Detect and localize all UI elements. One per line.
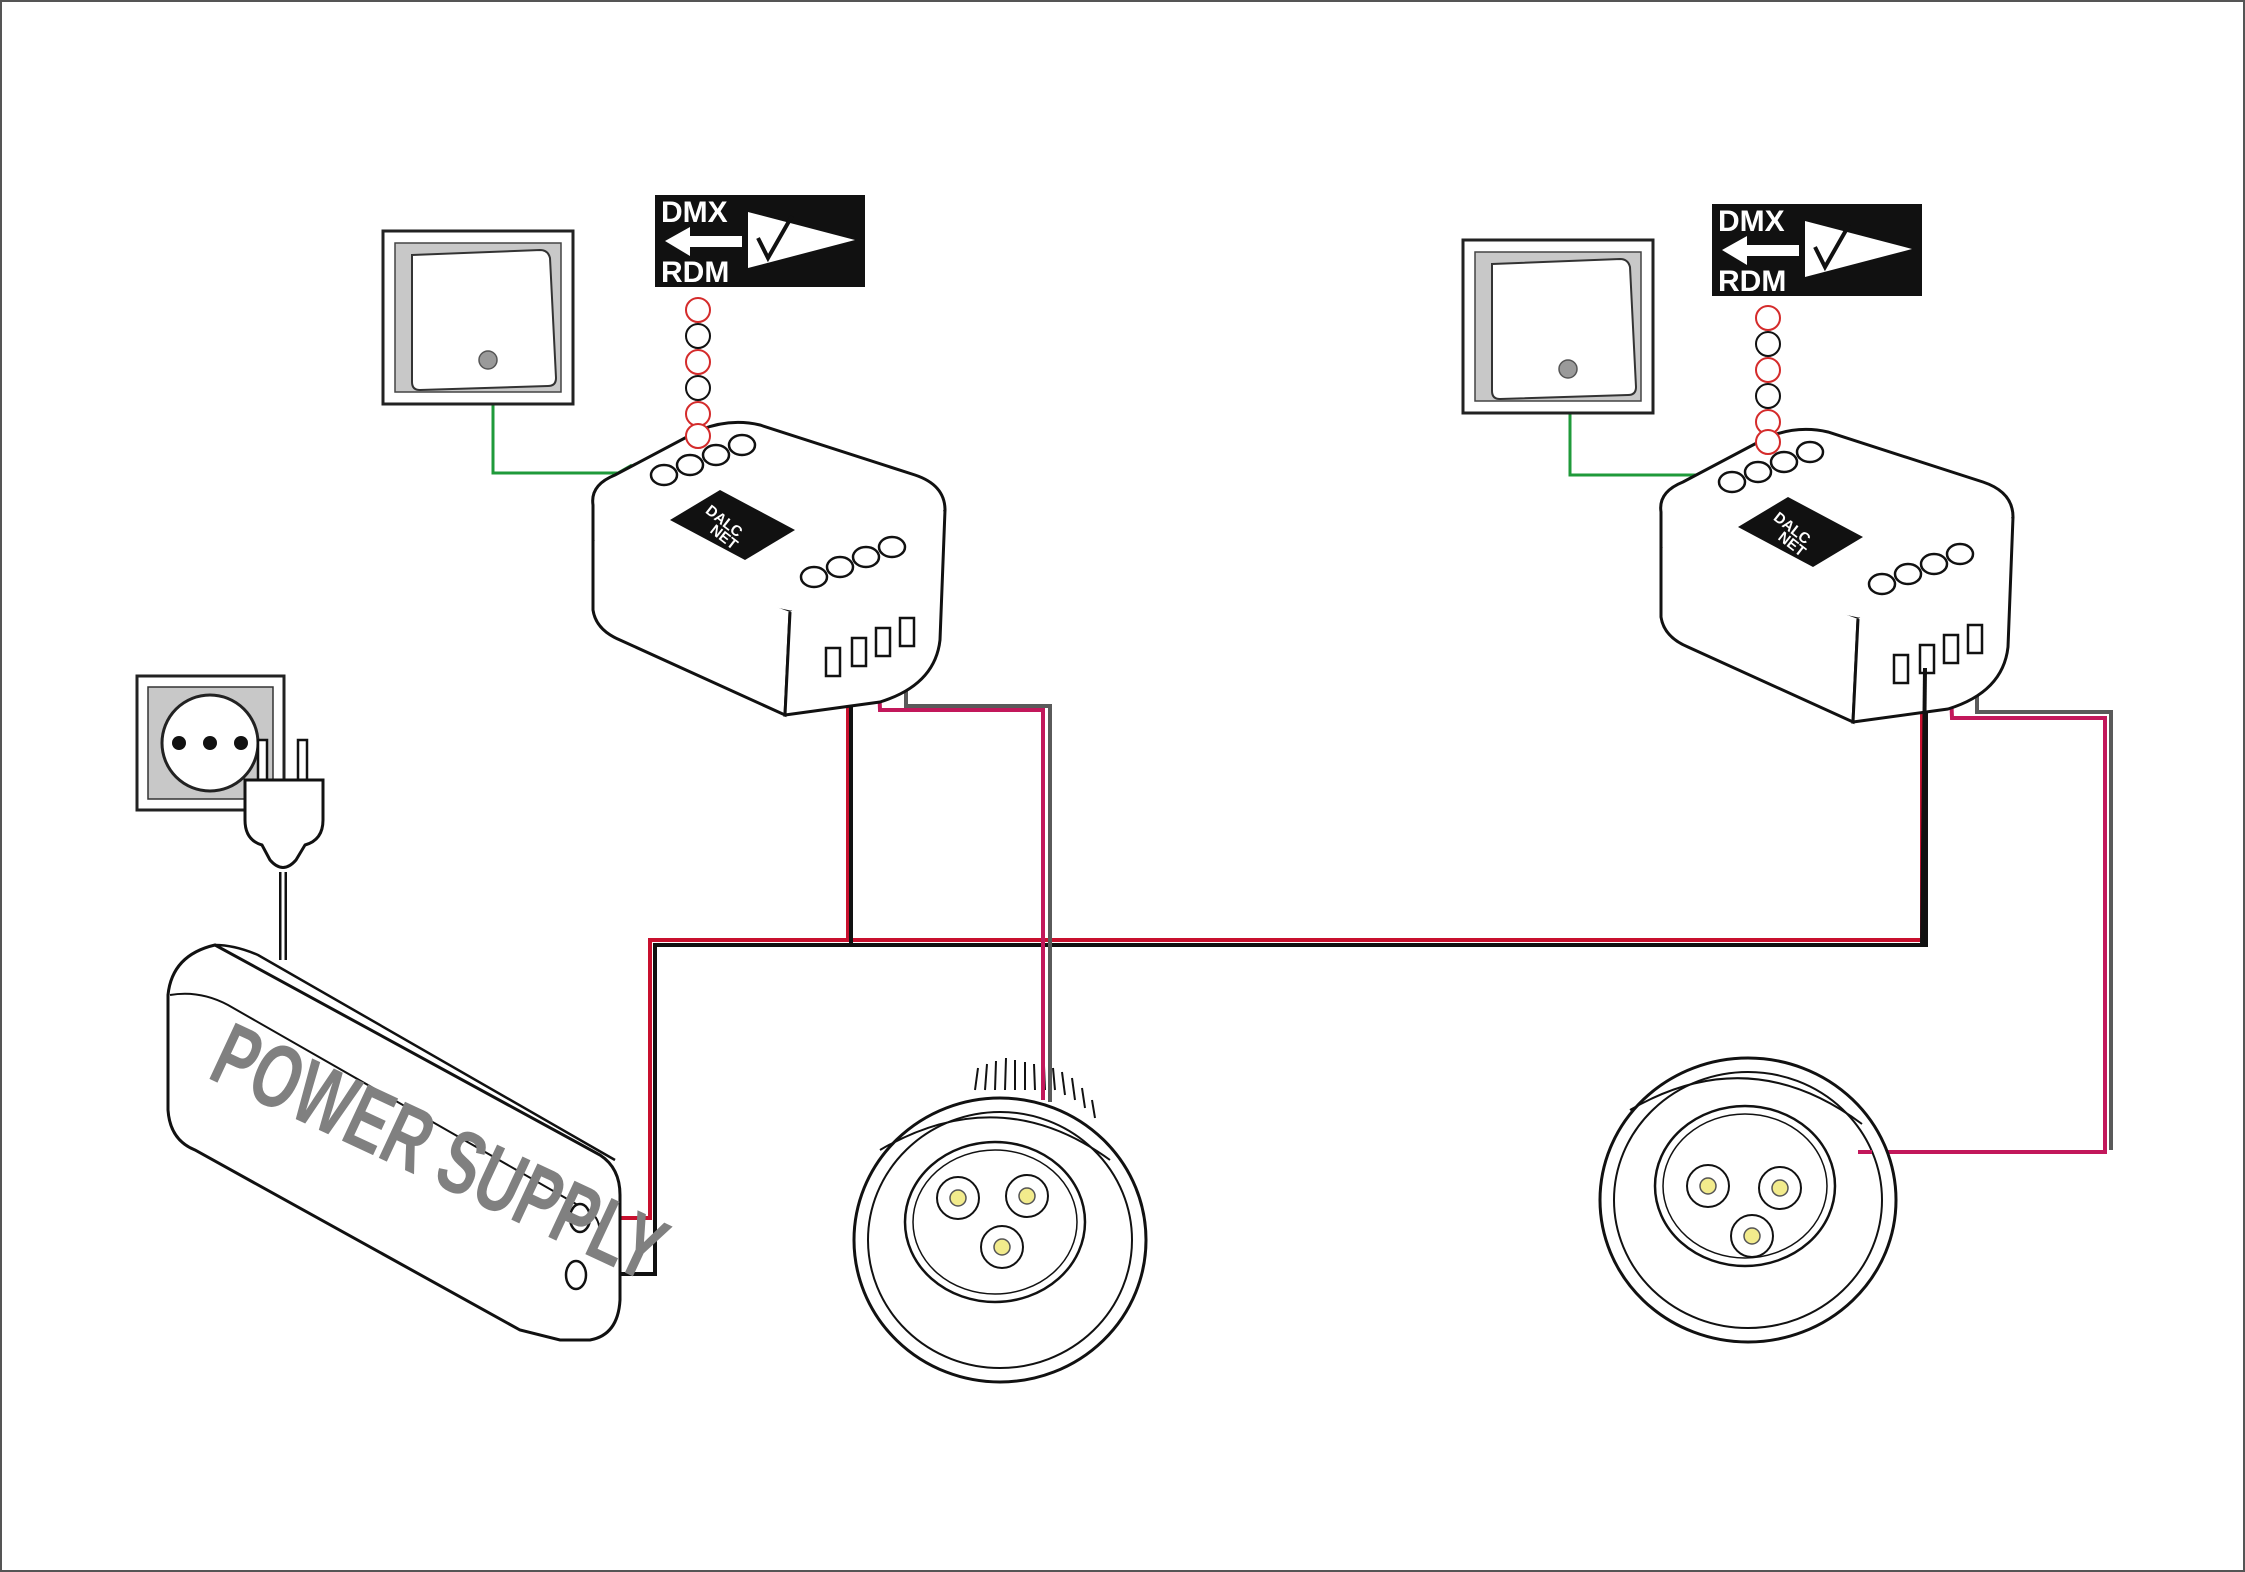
led1-heatsink xyxy=(974,1057,1096,1119)
led-downlight-1 xyxy=(852,1057,1148,1384)
ctrl2-brand-logo: DALC NET xyxy=(1738,497,1863,567)
push-switch-1 xyxy=(381,229,575,406)
dmx-rdm-badge-2: DMX RDM xyxy=(1712,204,1922,298)
svg-text:DMX: DMX xyxy=(661,196,728,229)
led-downlight-icon xyxy=(936,1174,1049,1269)
controller-1: DALC NET xyxy=(591,420,947,718)
left-arrow-icon xyxy=(665,227,742,256)
svg-text:RDM: RDM xyxy=(1718,265,1786,298)
ctrl2-terminals xyxy=(1892,623,1984,685)
led2-chips xyxy=(1686,1164,1802,1258)
svg-text:DMX: DMX xyxy=(1718,205,1785,238)
dmx-rdm-badge-1: DMX RDM xyxy=(655,195,865,289)
dmx-chain-2 xyxy=(1755,305,1781,455)
ctrl2-negative-drop xyxy=(1920,667,1927,946)
checkmark-icon xyxy=(756,215,794,263)
led-downlight-2 xyxy=(1598,1056,1898,1344)
dmx-chain-1 xyxy=(685,297,711,449)
push-switch-icon xyxy=(411,248,558,392)
power-bus-negative-wire xyxy=(575,700,1928,1276)
ctrl1-terminals xyxy=(824,616,916,678)
ctrl2-top-ports xyxy=(1717,440,1975,596)
mains-plug-icon xyxy=(243,738,325,869)
push-switch-2 xyxy=(1461,238,1655,415)
controller-2: DALC NET xyxy=(1659,427,2015,725)
svg-text:RDM: RDM xyxy=(661,256,729,289)
ctrl1-top-ports xyxy=(649,433,907,589)
